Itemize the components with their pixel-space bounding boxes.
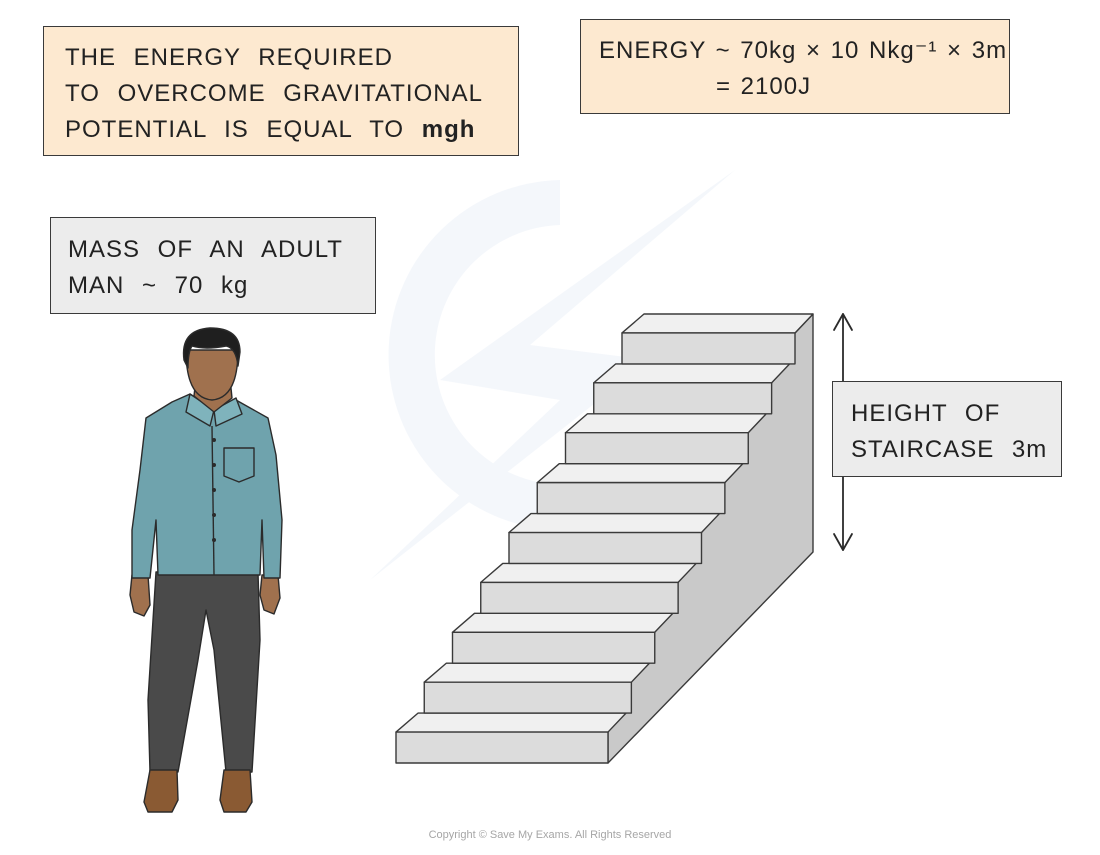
energy-calculation-box: ENERGY ~ 70kg × 10 Nkg⁻¹ × 3m = 2100J xyxy=(580,19,1010,114)
formula-mgh: mgh xyxy=(421,116,476,143)
stair-riser-6 xyxy=(536,481,726,515)
stair-tread-2 xyxy=(423,662,651,683)
height-label-line-1: HEIGHT OF xyxy=(851,400,1001,427)
hair xyxy=(182,327,241,369)
stair-riser-7 xyxy=(564,432,749,465)
stair-tread-9 xyxy=(621,313,814,334)
shirt xyxy=(131,393,283,579)
energy-note-line-3-text: POTENTIAL IS EQUAL TO xyxy=(65,116,405,143)
copyright-notice: Copyright © Save My Exams. All Rights Re… xyxy=(428,829,672,841)
stair-tread-7 xyxy=(564,413,767,434)
stair-riser-4 xyxy=(480,581,679,615)
trousers xyxy=(147,571,261,773)
height-label-box: HEIGHT OF STAIRCASE 3m xyxy=(832,381,1062,477)
stair-tread-4 xyxy=(480,562,697,584)
stair-riser-9 xyxy=(621,332,796,365)
staircase xyxy=(395,313,814,764)
right-hand xyxy=(259,574,281,615)
stair-tread-1 xyxy=(395,712,627,733)
watermark-logo xyxy=(370,170,735,580)
left-shoe xyxy=(143,769,179,813)
adult-man-figure xyxy=(129,327,283,813)
mass-label-box: MASS OF AN ADULT MAN ~ 70 kg xyxy=(50,217,376,314)
stair-riser-8 xyxy=(593,382,773,415)
stair-tread-3 xyxy=(451,612,674,633)
right-shoe xyxy=(219,769,253,813)
stair-tread-6 xyxy=(536,462,744,484)
stair-tread-5 xyxy=(508,512,721,534)
energy-note-line-3: POTENTIAL IS EQUAL TO mgh xyxy=(65,112,518,148)
face xyxy=(185,349,239,401)
stair-riser-3 xyxy=(451,631,656,664)
shirt-pocket xyxy=(223,447,255,483)
stair-tread-8 xyxy=(593,363,791,384)
stair-riser-1 xyxy=(395,731,609,764)
energy-note-line-2: TO OVERCOME GRAVITATIONAL xyxy=(65,80,483,107)
calculation-result: = 2100J xyxy=(716,73,812,100)
stair-riser-2 xyxy=(423,681,633,714)
stair-riser-5 xyxy=(508,531,703,565)
left-hand xyxy=(129,574,151,617)
energy-note-line-1: THE ENERGY REQUIRED xyxy=(65,44,393,71)
shirt-buttons xyxy=(212,438,216,542)
mass-label-line-2: MAN ~ 70 kg xyxy=(68,272,249,299)
mass-label-line-1: MASS OF AN ADULT xyxy=(68,236,343,263)
energy-note-box: THE ENERGY REQUIRED TO OVERCOME GRAVITAT… xyxy=(43,26,519,156)
calculation-line-1: ENERGY ~ 70kg × 10 Nkg⁻¹ × 3m xyxy=(599,37,1008,64)
height-label-line-2: STAIRCASE 3m xyxy=(851,436,1048,463)
